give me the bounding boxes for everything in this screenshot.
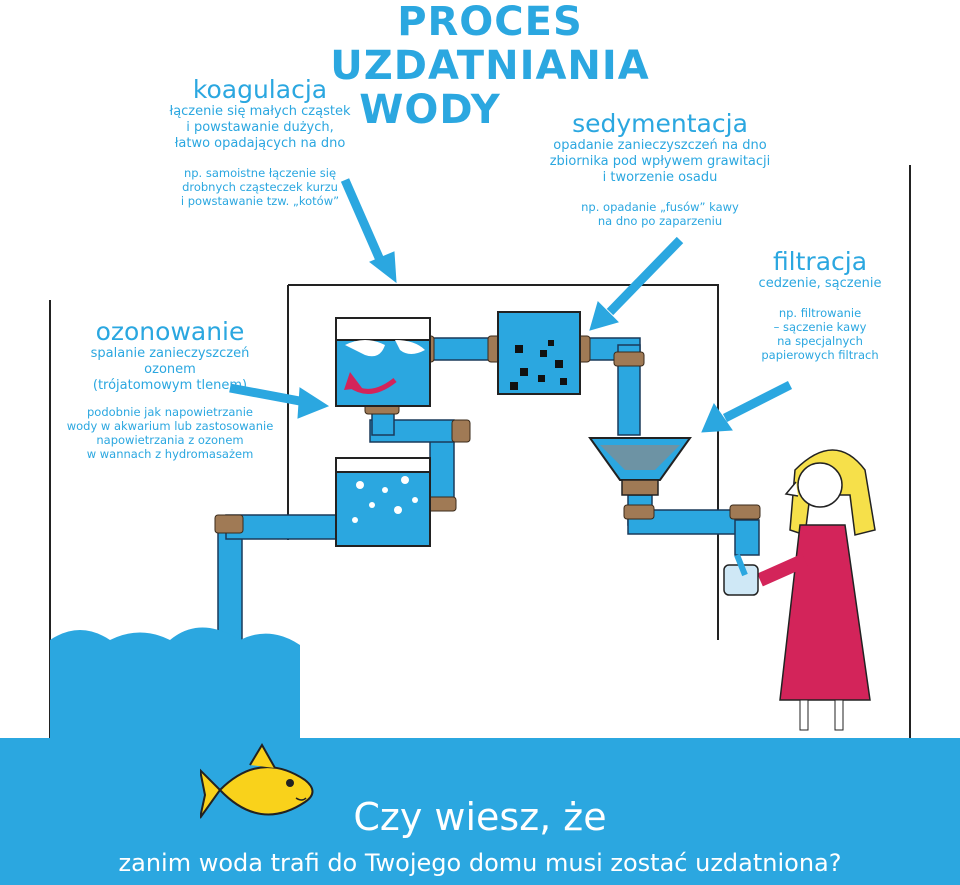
ozonation-example-4: w wannach z hydromasażem [86, 447, 254, 461]
arrow-sedimentation [589, 236, 684, 331]
filter-funnel [588, 437, 692, 496]
sedimentation-desc-3: i tworzenie osadu [602, 170, 718, 185]
sedimentation-example-1: np. opadanie „fusów” kawy [581, 200, 739, 214]
tap-water-stream [734, 553, 748, 577]
sedimentation-tank [497, 311, 581, 395]
ozonation-desc-1: spalanie zanieczyszczeń [90, 346, 250, 361]
filtration-text: filtracja cedzenie, sączenie np. filtrow… [740, 247, 900, 363]
water-pond [50, 627, 300, 738]
coagulation-desc-3: łatwo opadających na dno [174, 136, 346, 151]
sedimentation-heading: sedymentacja [572, 109, 748, 138]
coagulation-tank [335, 317, 431, 407]
ozonation-desc-3: (trójatomowym tlenem) [92, 378, 248, 393]
girl-figure [723, 449, 876, 731]
filtration-heading: filtracja [772, 247, 868, 276]
ozonation-heading: ozonowanie [95, 317, 245, 346]
coagulation-example-3: i powstawanie tzw. „kotów” [180, 194, 340, 208]
coagulation-heading: koagulacja [192, 75, 328, 104]
fish-icon [200, 743, 314, 819]
filtration-example-3: na specjalnych [777, 334, 863, 348]
coagulation-text: koagulacja łączenie się małych cząstek i… [140, 75, 380, 209]
ozonation-example-2: wody w akwarium lub zastosowanie [66, 419, 274, 433]
filtration-example-1: np. filtrowanie [778, 306, 862, 320]
sedimentation-desc-1: opadanie zanieczyszczeń na dno [553, 138, 767, 153]
sedimentation-text: sedymentacja opadanie zanieczyszczeń na … [520, 109, 800, 229]
ozonation-desc-2: ozonem [144, 362, 196, 377]
ozonation-text: ozonowanie spalanie zanieczyszczeń ozone… [60, 318, 280, 394]
page-title: PROCES UZDATNIANIA WODY [330, 0, 650, 133]
coagulation-desc-2: i powstawanie dużych, [186, 120, 334, 135]
footer-line: zanim woda trafi do Twojego domu musi zo… [118, 849, 842, 877]
footer-question: Czy wiesz, że [353, 795, 607, 839]
sedimentation-example-2: na dno po zaparzeniu [597, 214, 723, 228]
filtration-example-2: – sączenie kawy [773, 320, 867, 334]
arrow-filtration [701, 380, 793, 433]
coagulation-example-2: drobnych cząsteczek kurzu [182, 180, 338, 194]
pipes [217, 337, 760, 651]
ozonation-example-1: podobnie jak napowietrzanie [87, 405, 253, 419]
ozonation-example: podobnie jak napowietrzanie wody w akwar… [55, 405, 285, 461]
coagulation-example-1: np. samoistne łączenie się [183, 166, 337, 180]
arrow-ozonation [229, 383, 330, 419]
filtration-example-4: papierowych filtrach [761, 348, 879, 362]
sedimentation-desc-2: zbiornika pod wpływem grawitacji [549, 154, 771, 169]
ozonation-tank [335, 457, 431, 547]
ozonation-example-3: napowietrzania z ozonem [96, 433, 244, 447]
coagulation-desc-1: łączenie się małych cząstek [169, 104, 351, 119]
footer-band [0, 738, 960, 885]
arrows [229, 178, 793, 433]
arrow-coagulation [340, 178, 397, 284]
filtration-desc-1: cedzenie, sączenie [758, 276, 882, 291]
pipe-joints [214, 335, 761, 534]
